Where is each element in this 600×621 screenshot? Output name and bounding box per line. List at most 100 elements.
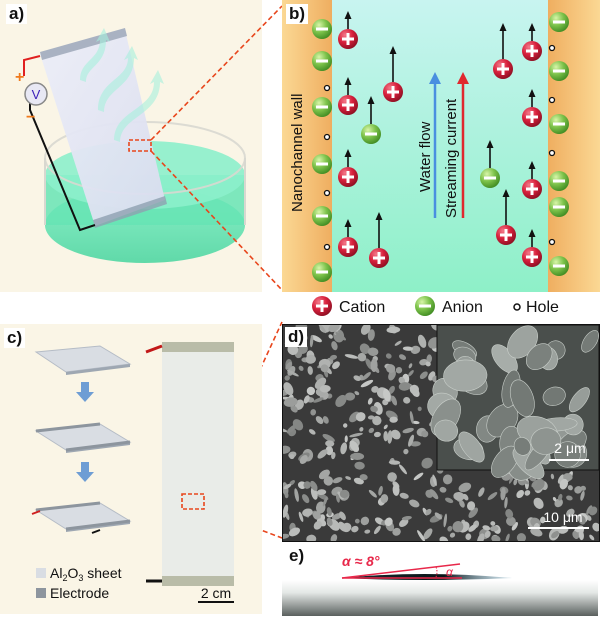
sem-grain [283,483,292,490]
process-arrow-2 [76,462,94,482]
hole-icon [513,303,521,311]
sem-grain [330,534,338,543]
callout-line-a-bottom [150,150,283,291]
sem-grain [325,445,334,456]
streaming-current-arrowhead [457,72,469,84]
sem-grain [434,512,443,520]
legend-label-anion: Anion [442,299,483,316]
sem-grain [328,334,333,339]
sem-grain [511,521,519,531]
sem-grain [360,323,371,335]
sem-grain [322,496,328,507]
sem-grain [395,367,403,374]
sem-grain [344,354,359,359]
tangent-line [341,563,461,579]
sem-grain [489,525,499,532]
sem-grain [557,493,563,501]
sem-grain [354,518,360,524]
hole-icon [323,84,331,92]
sem-grain [506,516,516,526]
sem-inset: 2 μm [427,324,600,481]
step1-sheet-edge [66,364,130,375]
sem-grain [284,375,290,381]
step3-black-wire [91,529,101,534]
sem-grain [332,477,343,484]
sem-grain [353,375,361,382]
sem-grain [550,473,555,480]
sem-grain [310,480,318,491]
sem-grain [309,334,314,348]
sem-grain [335,493,340,503]
sem-inset-grain [542,386,566,406]
sem-grain [442,474,453,485]
anion-ion [480,140,500,188]
sem-grain [345,476,352,480]
sem-grain [331,341,338,351]
sem-grain [409,499,420,508]
sem-grain [326,517,333,526]
sem-grain [398,354,407,361]
sem-grain [559,478,569,490]
motion-arrowhead [528,161,536,169]
sem-grain [408,370,414,377]
ion-legend: Cation Anion Hole [282,292,600,320]
hole-icon [548,238,556,246]
sem-grain [491,535,501,543]
sem-grain [298,511,304,522]
sem-grain [394,340,402,346]
sem-grain [468,524,477,532]
sem-grain [288,527,301,537]
sem-grain [516,489,525,499]
sem-grain [383,424,388,430]
sem-grain [409,411,414,424]
sem-grain [417,530,426,542]
sem-grain [290,405,298,413]
sem-grain [533,497,544,509]
sem-grain [328,322,340,333]
angle-symbol-label: α [446,565,454,579]
motion-arrowhead [486,140,494,148]
sem-image-main: 2 μm 10 μm [277,319,600,545]
main-scale-bar-label: 10 μm [543,509,582,525]
sem-grain [359,474,368,481]
anion-ion [312,262,332,282]
sem-grain [447,525,453,532]
sem-grain [578,515,586,525]
sem-grain [566,508,575,518]
sem-grain [385,353,392,359]
sem-grain [329,354,338,360]
cation-ion [522,23,542,61]
sem-grain [283,397,298,407]
sem-grain [361,372,371,381]
plus-sign: + [15,69,24,86]
sem-grain [299,455,308,465]
nanochannel-wall-label: Nanochannel wall [289,94,306,212]
step3-electrode-bottom [65,519,131,531]
cation-ion [522,229,542,267]
sem-grain [443,513,448,528]
sem-grain [398,382,411,391]
sem-grain [487,492,498,501]
sem-grain [398,518,409,527]
cation-ion [338,149,358,187]
sem-grain [344,435,348,443]
sem-grain [513,478,518,486]
sem-grain [449,532,456,538]
sem-grain [335,332,347,341]
anion-ion [312,97,332,117]
sem-grain [423,528,433,540]
sem-grain [382,388,391,402]
sem-grain [359,343,370,354]
sem-inset-grain [530,427,562,455]
sem-grain [505,509,514,519]
legend-item-anion: Anion [415,296,483,316]
sem-grain [380,494,389,504]
voltmeter [24,82,48,106]
sem-grain [387,472,397,482]
sem-grain [409,384,420,395]
sem-grain [445,497,454,504]
left-wall [282,0,332,292]
sem-grain [403,448,409,455]
cation-ion [522,161,542,199]
bottom-electrode [93,196,167,228]
